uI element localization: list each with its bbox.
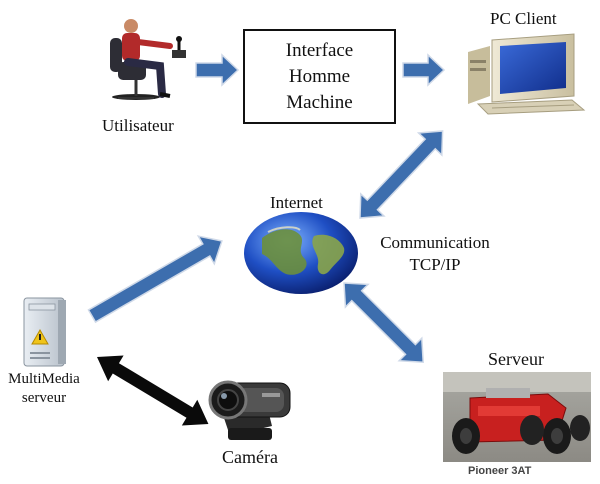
desktop-computer-icon bbox=[468, 33, 586, 115]
communication-line-1: Communication bbox=[380, 233, 490, 252]
arrow-hmi-to-pc bbox=[402, 53, 446, 87]
arrow-multimedia-to-internet bbox=[87, 235, 223, 324]
multimedia-line-1: MultiMedia bbox=[8, 371, 80, 387]
communication-line-2: TCP/IP bbox=[409, 255, 461, 274]
label-communication: Communication TCP/IP bbox=[360, 232, 510, 276]
seated-user-icon bbox=[110, 19, 186, 100]
label-serveur: Serveur bbox=[488, 349, 544, 369]
webcam-icon bbox=[208, 380, 291, 440]
pioneer-robot-icon bbox=[443, 372, 591, 462]
hmi-line-2: Homme bbox=[288, 65, 351, 87]
label-camera: Caméra bbox=[222, 447, 278, 467]
label-multimedia: MultiMedia serveur bbox=[2, 370, 86, 408]
globe-icon bbox=[244, 212, 358, 294]
hmi-box: Interface Homme Machine bbox=[243, 29, 396, 124]
label-utilisateur: Utilisateur bbox=[102, 116, 174, 135]
label-pioneer-3at: Pioneer 3AT bbox=[468, 465, 532, 477]
hmi-line-1: Interface bbox=[285, 39, 354, 61]
arrow-multimedia-camera-bidirectional bbox=[97, 355, 209, 426]
arrow-user-to-hmi bbox=[195, 53, 240, 87]
arrow-internet-server-bidirectional bbox=[343, 282, 424, 363]
server-tower-icon bbox=[23, 297, 66, 367]
label-pc-client: PC Client bbox=[490, 9, 557, 28]
multimedia-line-2: serveur bbox=[21, 390, 67, 406]
hmi-line-3: Machine bbox=[286, 91, 353, 113]
arrow-internet-pc-bidirectional bbox=[359, 130, 444, 219]
label-internet: Internet bbox=[270, 193, 323, 212]
